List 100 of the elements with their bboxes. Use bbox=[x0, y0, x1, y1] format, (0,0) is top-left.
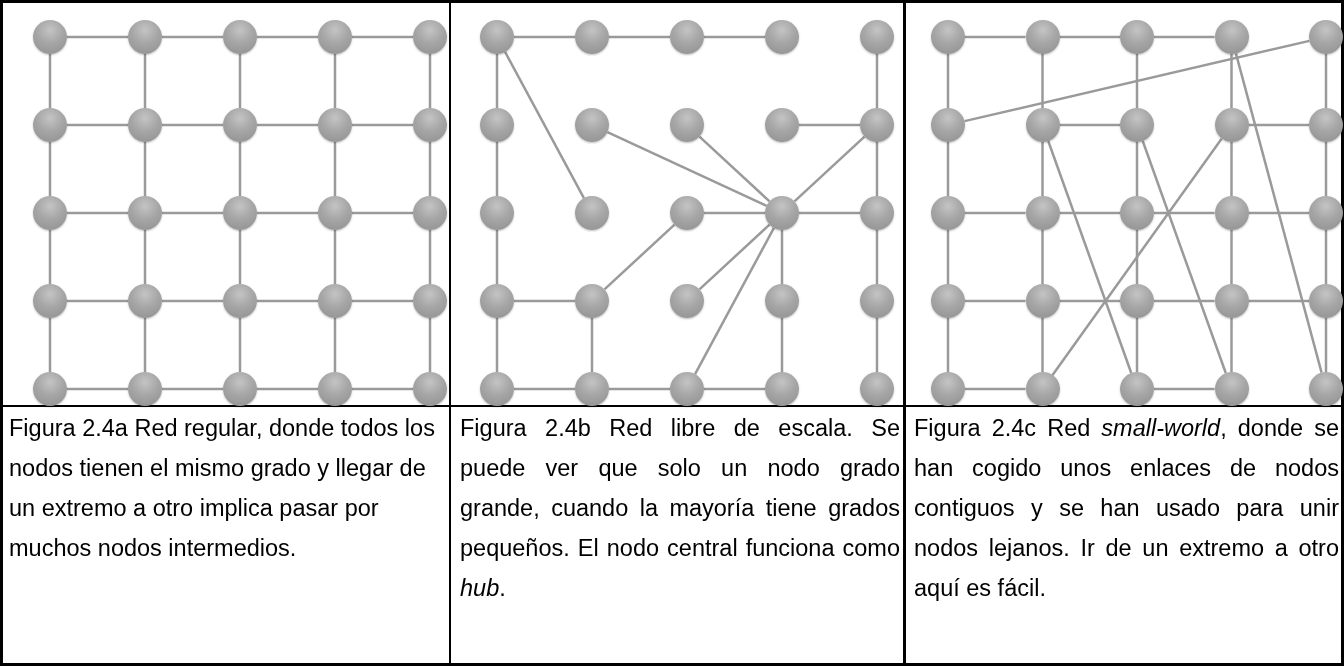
link-line bbox=[1230, 142, 1233, 196]
link-line bbox=[780, 318, 784, 372]
link-line bbox=[609, 387, 670, 391]
link-line bbox=[143, 142, 147, 196]
link-line bbox=[352, 211, 413, 215]
link-line bbox=[352, 387, 413, 391]
link-line bbox=[48, 54, 52, 108]
link-line bbox=[1135, 318, 1139, 372]
network-node bbox=[128, 108, 162, 142]
network-node bbox=[765, 372, 799, 406]
link-line bbox=[1248, 123, 1309, 127]
network-node bbox=[860, 372, 894, 406]
network-node bbox=[1214, 196, 1249, 230]
network-node bbox=[1309, 372, 1343, 406]
link-line bbox=[965, 35, 1026, 39]
link-line bbox=[1051, 138, 1223, 376]
network-node bbox=[575, 284, 609, 318]
network-node bbox=[1025, 196, 1060, 230]
link-line bbox=[48, 230, 52, 284]
network-node bbox=[1214, 108, 1249, 142]
link-line bbox=[946, 54, 950, 108]
network-node bbox=[33, 108, 67, 142]
link-line bbox=[698, 223, 771, 291]
network-node bbox=[223, 372, 257, 406]
link-line bbox=[143, 230, 147, 284]
network-node bbox=[575, 108, 609, 142]
link-line bbox=[257, 123, 318, 127]
network-node bbox=[223, 196, 257, 230]
link-line bbox=[67, 387, 128, 391]
link-line bbox=[162, 35, 223, 39]
network-node bbox=[1025, 20, 1060, 54]
network-node bbox=[223, 108, 257, 142]
link-line bbox=[1059, 123, 1120, 127]
network-node bbox=[1025, 284, 1060, 318]
network-node bbox=[1309, 284, 1343, 318]
network-node bbox=[1120, 20, 1154, 54]
link-line bbox=[48, 142, 52, 196]
link-line bbox=[48, 318, 52, 372]
network-node bbox=[223, 284, 257, 318]
network-node bbox=[1309, 108, 1343, 142]
link-line bbox=[1041, 230, 1044, 284]
figure-caption: Figura 2.4b Red libre de escala. Se puede ver que solo un nodo grado grande, cuando la mayoría tiene grados pequeños. El nodo central funciona como hub. bbox=[460, 414, 900, 603]
link-line bbox=[1059, 211, 1120, 215]
network-node bbox=[318, 284, 352, 318]
link-line bbox=[67, 299, 128, 303]
link-line bbox=[428, 142, 432, 196]
link-line bbox=[495, 230, 499, 284]
network-node bbox=[1214, 284, 1249, 318]
network-node bbox=[33, 284, 67, 318]
link-line bbox=[162, 387, 223, 391]
link-line bbox=[162, 123, 223, 127]
link-line bbox=[609, 35, 670, 39]
link-line bbox=[1135, 54, 1139, 108]
link-line bbox=[352, 123, 413, 127]
figure-caption: Figura 2.4a Red regular, donde todos los nodos tienen el mismo grado y llegar de un extremo a otro implica pasar por muchos nodos intermedios. bbox=[9, 414, 436, 563]
network-node bbox=[670, 108, 704, 142]
network-node bbox=[860, 196, 894, 230]
network-node bbox=[670, 20, 704, 54]
link-line bbox=[238, 230, 242, 284]
link-line bbox=[799, 211, 860, 215]
network-node bbox=[670, 196, 704, 230]
network-node bbox=[413, 20, 447, 54]
link-line bbox=[257, 299, 318, 303]
link-line bbox=[780, 230, 784, 284]
link-line bbox=[875, 142, 879, 196]
link-line bbox=[257, 387, 318, 391]
link-line bbox=[964, 39, 1310, 123]
link-line bbox=[238, 142, 242, 196]
network-node bbox=[318, 20, 352, 54]
link-line bbox=[1154, 211, 1215, 215]
network-node bbox=[128, 20, 162, 54]
link-line bbox=[162, 211, 223, 215]
link-line bbox=[238, 318, 242, 372]
network-node bbox=[931, 108, 965, 142]
link-line bbox=[495, 142, 499, 196]
link-line bbox=[333, 142, 337, 196]
network-node bbox=[931, 20, 965, 54]
link-line bbox=[514, 35, 575, 39]
link-line bbox=[1324, 142, 1328, 196]
link-line bbox=[1324, 318, 1328, 372]
link-line bbox=[514, 299, 575, 303]
network-node bbox=[860, 284, 894, 318]
link-line bbox=[1059, 299, 1120, 303]
network-node bbox=[480, 372, 514, 406]
network-node bbox=[480, 284, 514, 318]
network-node bbox=[860, 108, 894, 142]
link-line bbox=[704, 211, 765, 215]
network-node bbox=[1309, 196, 1343, 230]
link-line bbox=[1047, 140, 1133, 374]
link-line bbox=[799, 123, 860, 127]
link-line bbox=[704, 35, 765, 39]
link-line bbox=[1041, 142, 1044, 196]
link-line bbox=[590, 318, 594, 372]
link-line bbox=[143, 54, 147, 108]
network-node bbox=[1214, 372, 1249, 406]
network-node bbox=[128, 284, 162, 318]
network-node bbox=[318, 108, 352, 142]
link-line bbox=[1248, 211, 1309, 215]
link-line bbox=[875, 230, 879, 284]
link-line bbox=[428, 230, 432, 284]
